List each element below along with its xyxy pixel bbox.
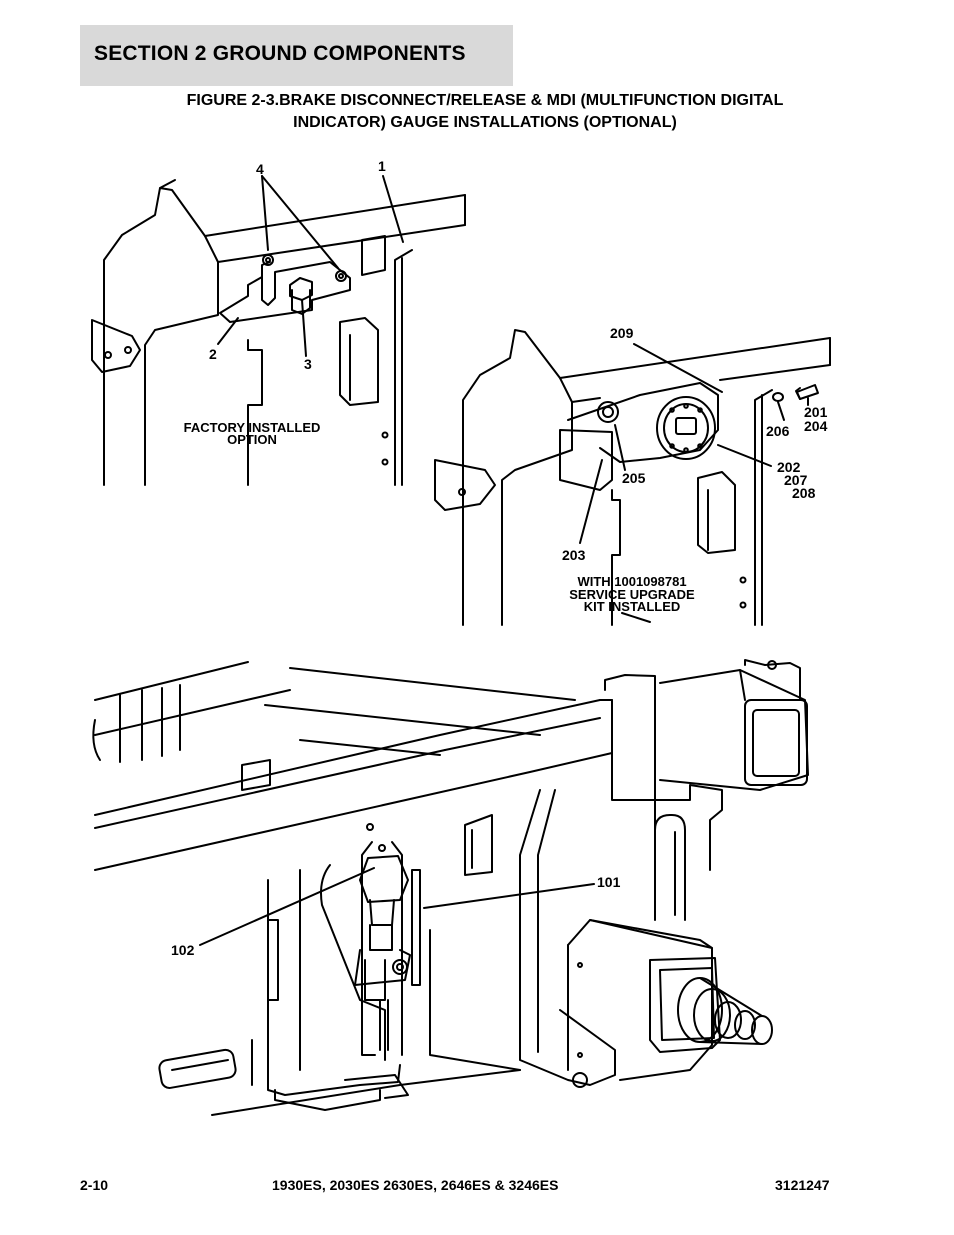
callout-3: 3 — [304, 356, 312, 372]
callout-4: 4 — [256, 161, 264, 177]
callout-1: 1 — [378, 158, 386, 174]
callout-202: 202 — [777, 459, 801, 475]
factory-caption-line-1: FACTORY INSTALLED — [184, 420, 321, 435]
callout-206: 206 — [766, 423, 790, 439]
upgrade-kit-view: 209 201 204 206 202 207 208 205 203 WITH… — [434, 325, 831, 626]
callout-101: 101 — [597, 874, 621, 890]
callout-203: 203 — [562, 547, 586, 563]
upgrade-caption-line-2: SERVICE UPGRADE — [569, 587, 695, 602]
callout-205: 205 — [622, 470, 646, 486]
callout-207: 207 — [784, 472, 808, 488]
callout-102: 102 — [171, 942, 195, 958]
brake-disconnect-view: 101 102 — [92, 659, 809, 1116]
callout-204: 204 — [804, 418, 828, 434]
factory-caption-line-2: OPTION — [227, 432, 277, 447]
upgrade-caption-line-3: KIT INSTALLED — [584, 599, 681, 614]
figure-title-line-2: INDICATOR) GAUGE INSTALLATIONS (OPTIONAL… — [293, 114, 677, 131]
figure-title: FIGURE 2-3.BRAKE DISCONNECT/RELEASE & MD… — [100, 90, 870, 134]
upgrade-caption-line-1: WITH 1001098781 — [577, 574, 686, 589]
callout-201: 201 — [804, 404, 828, 420]
document-number: 3121247 — [775, 1177, 830, 1193]
callout-2: 2 — [209, 346, 217, 362]
section-title: SECTION 2 GROUND COMPONENTS — [94, 42, 466, 65]
model-list: 1930ES, 2030ES 2630ES, 2646ES & 3246ES — [272, 1177, 559, 1193]
callout-209: 209 — [610, 325, 634, 341]
section-header: SECTION 2 GROUND COMPONENTS — [80, 25, 513, 86]
callout-208: 208 — [792, 485, 816, 501]
figure-title-line-1: FIGURE 2-3.BRAKE DISCONNECT/RELEASE & MD… — [186, 92, 784, 109]
factory-installed-view: 4 1 2 3 FACTORY INSTALLED OPTION — [91, 158, 466, 486]
page-number: 2-10 — [80, 1177, 109, 1193]
